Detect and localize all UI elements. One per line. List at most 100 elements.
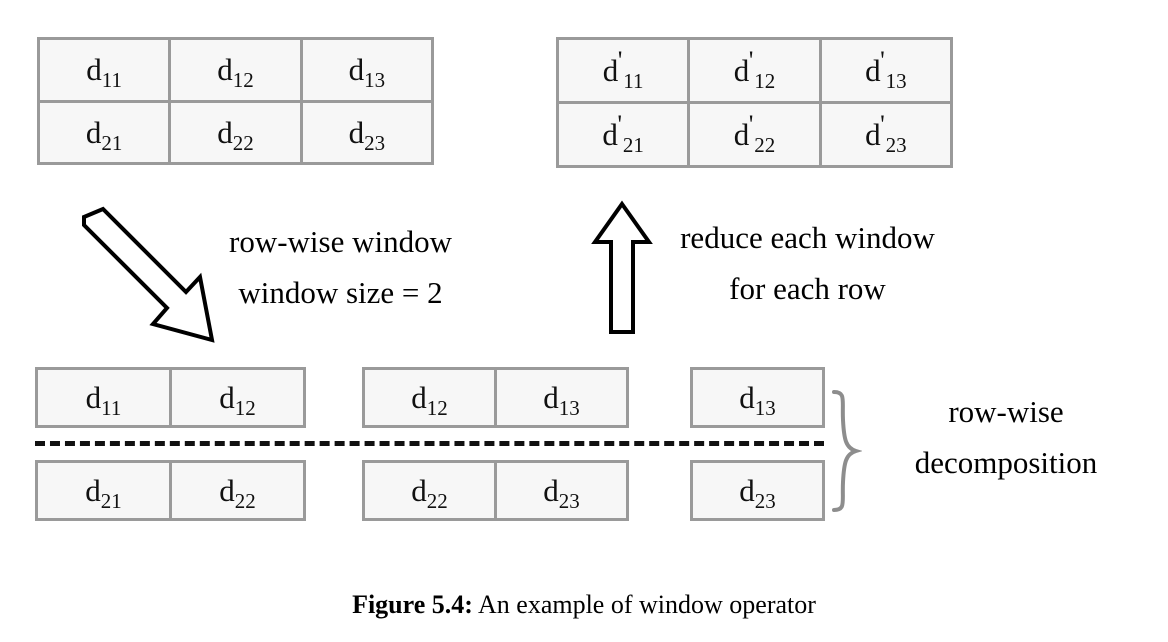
- data-symbol: d'23: [865, 112, 907, 156]
- data-symbol: d13: [543, 382, 580, 419]
- symbol-base: d: [602, 53, 619, 88]
- matrix-cell: d22: [171, 102, 300, 162]
- matrix-cell: d'22: [690, 104, 819, 165]
- data-symbol: d22: [219, 473, 256, 512]
- symbol-subscript: 22: [234, 489, 256, 513]
- symbol-base: d: [411, 380, 427, 415]
- reduce-label-line-1: reduce each window: [680, 220, 935, 255]
- window-cell: d22: [172, 463, 303, 518]
- symbol-base: d: [739, 473, 755, 508]
- matrix-cell: d21: [40, 102, 169, 162]
- symbol-base: d: [219, 380, 235, 415]
- symbol-base: d: [739, 380, 755, 415]
- window-operator-label: row-wise window window size = 2: [168, 216, 513, 319]
- curly-brace-icon: [832, 390, 862, 512]
- symbol-subscript: 12: [426, 396, 448, 420]
- window-cell: d22: [365, 463, 494, 518]
- symbol-subscript: 22: [754, 133, 776, 157]
- window-label-line-1: row-wise window: [229, 224, 452, 259]
- window-group-3-row-1: d13: [690, 367, 825, 428]
- symbol-base: d: [543, 473, 559, 508]
- data-symbol: d'21: [602, 112, 644, 156]
- symbol-subscript: 12: [234, 396, 256, 420]
- matrix-cell: d23: [302, 102, 431, 162]
- matrix-cell: d'13: [821, 40, 950, 101]
- symbol-subscript: 13: [885, 69, 907, 93]
- data-symbol: d13: [348, 52, 386, 91]
- data-symbol: d21: [85, 473, 122, 512]
- decomposition-line-1: row-wise: [948, 394, 1064, 429]
- symbol-base: d: [85, 473, 101, 508]
- prime-mark: ': [617, 46, 623, 75]
- symbol-base: d: [348, 52, 365, 88]
- data-symbol: d22: [411, 473, 448, 512]
- matrix-cell: d12: [171, 40, 300, 100]
- window-label-line-2: window size = 2: [238, 275, 443, 311]
- symbol-base: d: [411, 473, 427, 508]
- data-symbol: d23: [739, 473, 776, 512]
- symbol-subscript: 23: [885, 133, 907, 157]
- figure-description: An example of window operator: [478, 590, 816, 619]
- window-cell: d12: [365, 370, 494, 425]
- symbol-subscript: 13: [558, 396, 580, 420]
- symbol-base: d: [219, 473, 235, 508]
- data-symbol: d23: [543, 473, 580, 512]
- symbol-base: d: [86, 52, 102, 88]
- symbol-subscript: 22: [426, 489, 448, 513]
- symbol-subscript: 23: [364, 130, 386, 155]
- data-symbol: d'13: [865, 48, 907, 92]
- symbol-subscript: 11: [101, 68, 123, 93]
- data-symbol: d11: [86, 52, 122, 91]
- matrix-cell: d13: [302, 40, 431, 100]
- prime-mark: ': [748, 110, 754, 139]
- window-group-3-row-2: d23: [690, 460, 825, 521]
- symbol-base: d: [217, 52, 233, 88]
- data-symbol: d11: [86, 382, 122, 419]
- data-symbol: d'12: [734, 48, 776, 92]
- window-cell: d12: [172, 370, 303, 425]
- data-symbol: d12: [217, 52, 254, 91]
- symbol-base: d: [348, 114, 365, 150]
- data-symbol: d23: [348, 114, 386, 154]
- symbol-subscript: 13: [754, 396, 776, 420]
- window-cell: d21: [38, 463, 169, 518]
- matrix-cell: d'11: [559, 40, 688, 101]
- window-cell: d13: [693, 370, 822, 425]
- symbol-subscript: 13: [364, 68, 386, 93]
- symbol-subscript: 21: [100, 489, 122, 513]
- symbol-subscript: 12: [232, 68, 254, 93]
- figure-number: Figure 5.4:: [352, 590, 473, 619]
- data-symbol: d22: [217, 114, 254, 154]
- symbol-subscript: 23: [558, 489, 580, 513]
- data-symbol: d21: [85, 114, 123, 154]
- symbol-subscript: 21: [622, 133, 644, 157]
- row-wise-decomposition-label: row-wise decomposition: [866, 386, 1146, 489]
- figure-caption: Figure 5.4: An example of window operato…: [0, 590, 1168, 620]
- reduce-label-line-2: for each row: [729, 271, 886, 307]
- prime-mark: ': [617, 110, 623, 139]
- symbol-base: d: [733, 117, 750, 152]
- symbol-subscript: 23: [754, 489, 776, 513]
- window-cell: d13: [497, 370, 626, 425]
- window-cell: d11: [38, 370, 169, 425]
- matrix-cell: d'12: [690, 40, 819, 101]
- symbol-subscript: 11: [623, 69, 644, 93]
- data-symbol: d'11: [602, 48, 644, 92]
- symbol-subscript: 11: [101, 396, 122, 420]
- window-cell: d23: [693, 463, 822, 518]
- data-symbol: d12: [219, 380, 256, 419]
- data-symbol: d12: [411, 380, 448, 419]
- dashed-row-divider: [35, 441, 824, 446]
- decomposition-line-2: decomposition: [914, 445, 1098, 481]
- arrow-down-right-icon: [82, 206, 215, 343]
- symbol-base: d: [85, 114, 102, 150]
- prime-mark: ': [748, 46, 754, 75]
- symbol-base: d: [217, 114, 233, 150]
- symbol-subscript: 21: [101, 130, 123, 155]
